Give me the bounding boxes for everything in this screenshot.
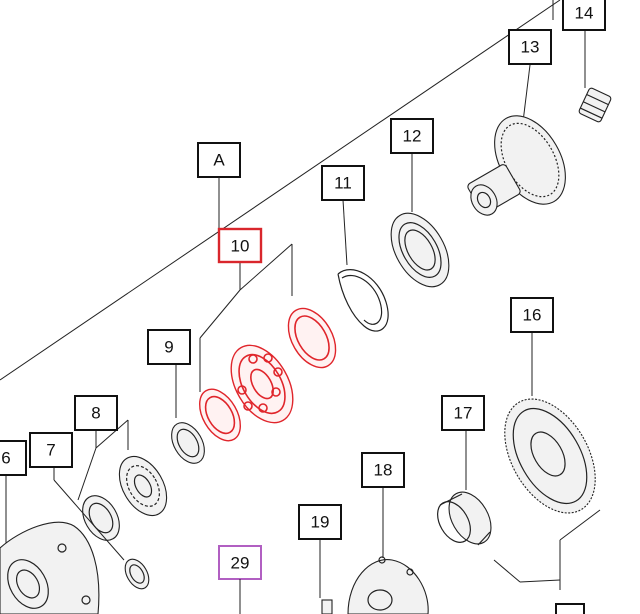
svg-text:14: 14 [575, 4, 594, 23]
callout-13[interactable]: 13 [508, 29, 552, 65]
svg-text:12: 12 [403, 127, 422, 146]
svg-text:6: 6 [1, 449, 10, 468]
part-14-pinion[interactable] [578, 30, 612, 123]
svg-text:17: 17 [454, 404, 473, 423]
callout-7[interactable]: 7 [29, 432, 73, 468]
part-19-bolt[interactable] [319, 538, 333, 614]
callout-14[interactable]: 14 [562, 0, 606, 31]
callout-16[interactable]: 16 [510, 297, 554, 333]
callout-A[interactable]: A [197, 142, 241, 178]
callout-9[interactable]: 9 [147, 329, 191, 365]
svg-text:13: 13 [521, 38, 540, 57]
svg-text:9: 9 [164, 338, 173, 357]
callout-6[interactable]: 6 [0, 440, 27, 476]
part-10-bearing-set[interactable] [191, 243, 345, 448]
part-11-snap-ring[interactable] [337, 199, 389, 332]
part-17-bushing[interactable] [431, 430, 500, 551]
svg-text:19: 19 [311, 513, 330, 532]
part-6-housing[interactable] [0, 476, 100, 614]
callout-11[interactable]: 11 [321, 165, 365, 201]
svg-text:A: A [213, 151, 225, 170]
callout-10[interactable]: 10 [217, 227, 263, 264]
part-7-ring[interactable] [53, 466, 154, 593]
svg-text:11: 11 [334, 174, 352, 193]
svg-text:8: 8 [91, 404, 100, 423]
callout-18[interactable]: 18 [361, 452, 405, 488]
callout-17[interactable]: 17 [441, 395, 485, 431]
svg-text:16: 16 [523, 306, 542, 325]
housing-outline-line [0, 0, 561, 381]
part-13-gear-shaft[interactable] [466, 0, 580, 220]
svg-text:10: 10 [231, 237, 250, 256]
part-12-oil-seal[interactable] [379, 153, 461, 297]
callout-8[interactable]: 8 [74, 395, 118, 431]
part-9-washer[interactable] [165, 364, 211, 469]
callout-19[interactable]: 19 [298, 504, 342, 540]
svg-text:18: 18 [374, 461, 393, 480]
part-16-large-gear[interactable] [486, 332, 614, 614]
part-8-bearing[interactable] [75, 419, 176, 547]
svg-text:7: 7 [46, 441, 55, 460]
part-18-flange[interactable] [347, 488, 429, 614]
callout-12[interactable]: 12 [390, 118, 434, 154]
svg-text:29: 29 [231, 554, 250, 573]
callout-29[interactable]: 29 [218, 545, 262, 580]
